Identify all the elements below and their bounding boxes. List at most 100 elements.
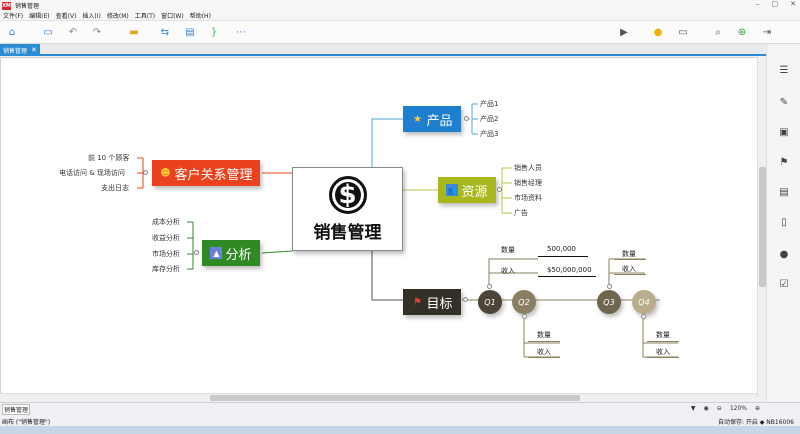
close-icon[interactable]: ✕ [31,46,37,54]
subtopic-product-3[interactable]: 产品3 [480,130,499,138]
quarter-q4[interactable]: Q4 [632,290,656,314]
subtopic-crm-3[interactable]: 支出日志 [101,184,129,192]
subtopic-crm-1[interactable]: 前 10 个顾客 [88,154,130,162]
menu-edit[interactable]: 编辑(E) [29,13,50,20]
save-icon[interactable]: ▭ [43,26,53,38]
subtopic-analysis-1[interactable]: 成本分析 [152,218,180,226]
menu-modify[interactable]: 修改(M) [106,13,129,20]
task-icon[interactable]: ☑ [779,278,789,290]
marker-flag-icon[interactable]: ⚑ [779,156,789,168]
vertical-scrollbar[interactable] [757,57,766,397]
menu-insert[interactable]: 插入(I) [82,13,101,20]
summary-icon[interactable]: } [210,26,218,38]
collapse-dot[interactable] [641,314,646,319]
q2-qty-label[interactable]: 数量 [537,331,551,339]
topic-label: 产品 [426,113,453,129]
topic-resource[interactable]: 👥 资源 [438,177,496,203]
close-icon[interactable]: ✕ [790,0,796,8]
zoom-controls: ▼ ◉ ⊖ 120% ⊕ [691,405,760,412]
person-icon: ☻ [160,167,171,179]
comment-icon[interactable]: ● [779,248,789,260]
subtopic-product-1[interactable]: 产品1 [480,100,499,108]
q3-rev-label[interactable]: 收入 [622,265,636,273]
os-taskbar [0,426,800,434]
q4-rev-underline [647,357,679,358]
quarter-q1[interactable]: Q1 [478,290,502,314]
filter-icon[interactable]: ▼ [690,405,696,412]
topic-icon[interactable]: ▬ [129,26,139,38]
q3-qty-label[interactable]: 数量 [622,250,636,258]
collapse-dot[interactable] [464,116,469,121]
zoom-out-icon[interactable]: ⊖ [716,405,722,412]
central-topic[interactable]: $ 销售管理 [292,167,403,251]
home-icon[interactable]: ⌂ [8,26,16,38]
subtopic-resource-3[interactable]: 市场资料 [514,194,542,202]
subtopic-product-2[interactable]: 产品2 [480,115,499,123]
q2-rev-label[interactable]: 收入 [537,348,551,356]
share-icon[interactable]: ⊛ [737,26,747,38]
collapse-dot[interactable] [607,284,612,289]
q1-rev-underline [538,276,596,277]
title-bar: XM 销售管理 – □ ✕ [0,0,800,11]
maximize-icon[interactable]: □ [771,0,779,8]
format-brush-icon[interactable]: ✎ [779,96,789,108]
subtopic-crm-2[interactable]: 电话访问 & 现场访问 [59,169,125,177]
tab-sales-management[interactable]: 销售管理 ✕ [0,44,40,56]
collapse-dot[interactable] [487,284,492,289]
relationship-icon[interactable]: ⇆ [160,26,170,38]
collapse-dot[interactable] [194,250,199,255]
subtopic-analysis-2[interactable]: 收益分析 [152,234,180,242]
menu-bar: 文件(F) 编辑(E) 查看(V) 插入(I) 修改(M) 工具(T) 窗口(W… [0,11,800,21]
topic-crm[interactable]: ☻ 客户关系管理 [152,160,260,186]
label-icon[interactable]: ▤ [779,186,789,198]
image-icon[interactable]: ▣ [779,126,789,138]
q3-rev-underline [614,274,646,275]
q1-rev-label[interactable]: 收入 [501,267,515,275]
eye-icon[interactable]: ◉ [703,405,709,412]
collapse-dot[interactable] [522,314,527,319]
subtopic-analysis-4[interactable]: 库存分析 [152,265,180,273]
q1-rev-value[interactable]: $50,000,000 [547,266,592,274]
subtopic-analysis-3[interactable]: 市场分析 [152,250,180,258]
subtopic-resource-1[interactable]: 销售人员 [514,164,542,172]
menu-tools[interactable]: 工具(T) [134,13,156,20]
search-icon[interactable]: ⌕ [715,26,721,38]
menu-view[interactable]: 查看(V) [55,13,77,20]
horizontal-scrollbar[interactable] [0,393,757,401]
subtopic-resource-4[interactable]: 广告 [514,209,528,217]
horizontal-scroll-thumb[interactable] [210,395,580,401]
collapse-dot[interactable] [143,170,148,175]
topic-label: 分析 [225,247,252,263]
subtopic-resource-2[interactable]: 销售经理 [514,179,542,187]
tab-bar: 销售管理 ✕ [0,44,766,56]
topic-target[interactable]: ⚑ 目标 [403,289,461,315]
redo-icon[interactable]: ↷ [92,26,102,38]
undo-icon[interactable]: ↶ [68,26,78,38]
menu-file[interactable]: 文件(F) [3,13,24,20]
notes-icon[interactable]: ▯ [781,216,787,228]
collapse-dot[interactable] [497,187,502,192]
quarter-q2[interactable]: Q2 [512,290,536,314]
vertical-scroll-thumb[interactable] [759,167,766,287]
sheet-tab[interactable]: 销售管理 [2,404,30,415]
collapse-dot[interactable] [463,297,468,302]
quarter-q3[interactable]: Q3 [597,290,621,314]
q1-qty-label[interactable]: 数量 [501,246,515,254]
more-icon[interactable]: ⋯ [236,26,246,38]
topic-product[interactable]: ★ 产品 [403,106,461,132]
q4-qty-label[interactable]: 数量 [656,331,670,339]
menu-window[interactable]: 窗口(W) [161,13,184,20]
outline-panel-icon[interactable]: ☰ [779,64,789,76]
topic-analysis[interactable]: ▲ 分析 [202,240,260,266]
idea-icon[interactable]: ● [653,26,663,38]
subtopic-icon[interactable]: ▤ [185,26,195,38]
minimize-icon[interactable]: – [756,0,760,8]
menu-help[interactable]: 帮助(H) [189,13,211,20]
q1-qty-value[interactable]: 500,000 [547,245,576,253]
export-icon[interactable]: ⇥ [762,26,772,38]
q4-qty-underline [647,341,679,342]
outline-icon[interactable]: ▭ [678,26,688,38]
q4-rev-label[interactable]: 收入 [656,348,670,356]
presentation-icon[interactable]: ▶ [620,26,628,38]
zoom-in-icon[interactable]: ⊕ [754,405,760,412]
